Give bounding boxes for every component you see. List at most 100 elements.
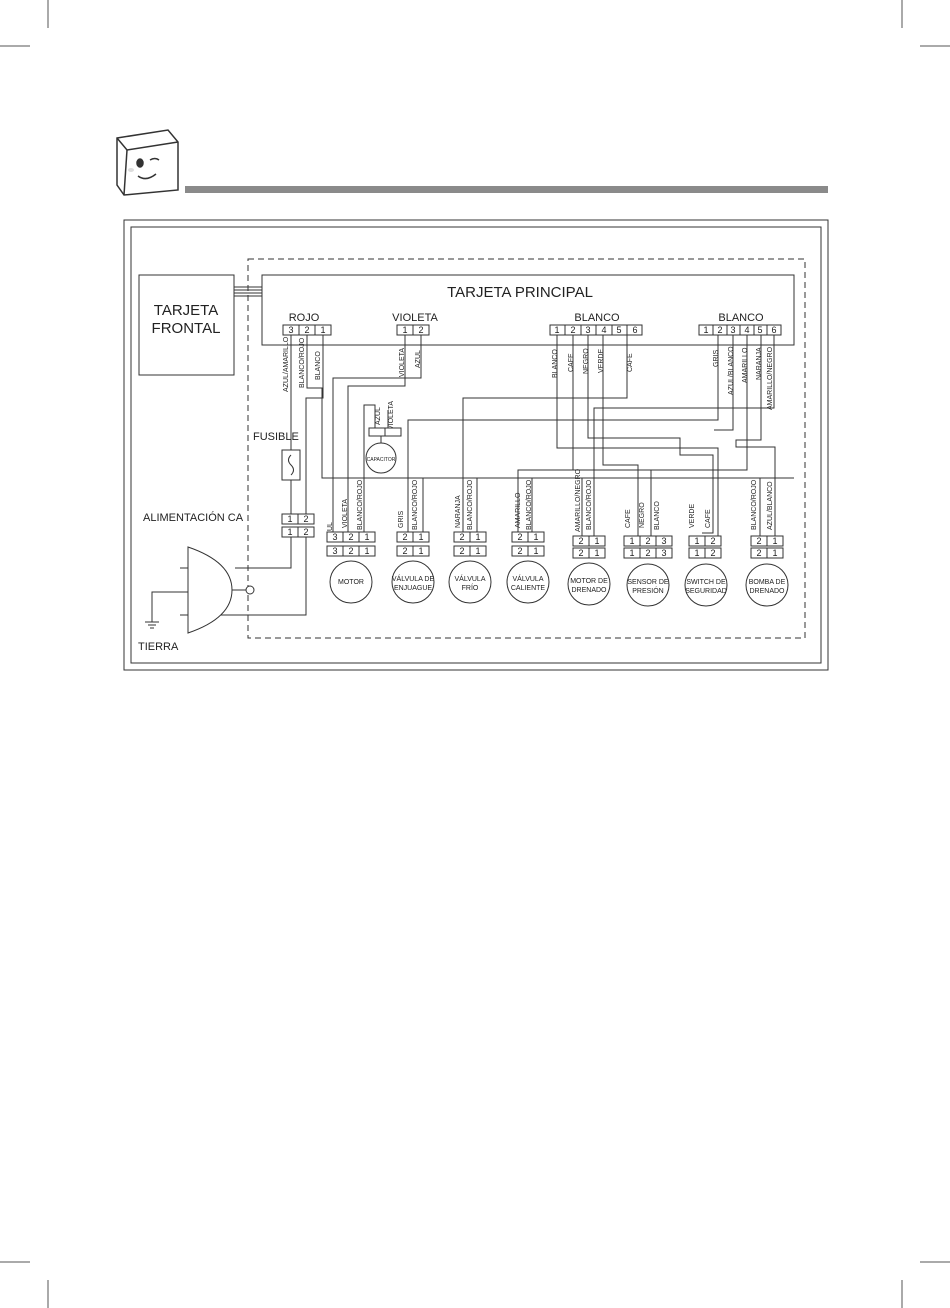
svg-text:2: 2 (756, 548, 761, 558)
svg-text:2: 2 (756, 536, 761, 546)
svg-text:PRESIÓN: PRESIÓN (632, 586, 664, 595)
svg-text:2: 2 (645, 548, 650, 558)
wire-label: BLANCO/ROJO (586, 479, 593, 530)
wire-label: CAFE (705, 509, 712, 528)
connector-rojo-label: ROJO (289, 312, 320, 324)
main-board-title: TARJETA PRINCIPAL (447, 284, 593, 301)
svg-text:3: 3 (661, 548, 666, 558)
pin: 2 (303, 527, 308, 537)
svg-text:1: 1 (418, 546, 423, 556)
svg-text:2: 2 (517, 546, 522, 556)
wire-label: BLANCO (552, 349, 559, 378)
connector-rojo: ROJO 3 2 1 AZUL/AMARILLO BLANCO/ROJO BLA… (282, 312, 332, 392)
svg-text:1: 1 (533, 546, 538, 556)
wire-label: AZUL (327, 522, 334, 540)
ground-icon (145, 621, 159, 629)
washing-machine-mascot-icon (116, 129, 179, 196)
wire-label: CAFE (625, 509, 632, 528)
svg-text:SEGURIDAD: SEGURIDAD (685, 588, 727, 595)
pin: 2 (304, 325, 309, 335)
svg-text:VÁLVULA DE: VÁLVULA DE (392, 574, 435, 583)
capacitor-label: CAPACITOR (367, 457, 396, 463)
svg-text:1: 1 (694, 536, 699, 546)
svg-text:1: 1 (694, 548, 699, 558)
capacitor-wire: VIOLETA (388, 401, 395, 430)
svg-text:1: 1 (364, 546, 369, 556)
fuse: FUSIBLE (253, 431, 301, 481)
svg-text:1: 1 (629, 536, 634, 546)
wire-label: GRIS (398, 511, 405, 528)
wire-label: VERDE (689, 504, 696, 528)
svg-text:2: 2 (578, 548, 583, 558)
connector-blanco-1-label: BLANCO (574, 312, 620, 324)
svg-text:SENSOR DE: SENSOR DE (627, 579, 669, 586)
wire-label: BLANCO/ROJO (412, 479, 419, 530)
pin: 5 (757, 325, 762, 335)
connector-violeta-label: VIOLETA (392, 312, 438, 324)
svg-text:BOMBA DE: BOMBA DE (749, 579, 786, 586)
pin: 1 (402, 325, 407, 335)
inner-frame (130, 226, 822, 664)
pin: 2 (717, 325, 722, 335)
pin: 1 (320, 325, 325, 335)
svg-text:FRÍO: FRÍO (462, 583, 479, 592)
connector-violeta: VIOLETA 1 2 VIOLETA AZUL (392, 312, 438, 377)
components: AZUL VIOLETA BLANCO/ROJO 3 2 1 3 2 1 MOT… (326, 468, 789, 607)
power-label: ALIMENTACIÓN CA (143, 511, 244, 524)
svg-text:2: 2 (710, 548, 715, 558)
svg-text:VÁLVULA: VÁLVULA (455, 574, 486, 583)
component-switch-seguridad: VERDE CAFE 1 2 1 2 SWITCH DE SEGURIDAD (684, 504, 728, 607)
component-bomba-drenado: BLANCO/ROJO AZUL/BLANCO 2 1 2 1 BOMBA DE… (745, 479, 789, 607)
svg-text:DRENADO: DRENADO (571, 587, 607, 594)
wire-label: CAFE (627, 353, 634, 372)
wire-label: BLANCO/ROJO (299, 337, 306, 388)
svg-text:SWITCH DE: SWITCH DE (686, 579, 726, 586)
wire-label: AZUL/BLANCO (728, 346, 735, 395)
pin: 2 (418, 325, 423, 335)
svg-text:CALIENTE: CALIENTE (511, 585, 546, 592)
svg-text:2: 2 (459, 532, 464, 542)
wire-label: BLANCO (315, 351, 322, 380)
svg-text:3: 3 (661, 536, 666, 546)
svg-text:1: 1 (772, 548, 777, 558)
wire-label: NARANJA (455, 495, 462, 528)
wire-label: BLANCO/ROJO (467, 479, 474, 530)
wire-label: BLANCO/ROJO (526, 479, 533, 530)
pin: 6 (632, 325, 637, 335)
wire-label: BLANCO/ROJO (751, 479, 758, 530)
outer-frame (123, 219, 829, 671)
pin: 1 (554, 325, 559, 335)
pin: 6 (771, 325, 776, 335)
wire-label: CAFE (568, 353, 575, 372)
svg-text:1: 1 (364, 532, 369, 542)
wire-label: VIOLETA (399, 348, 406, 377)
front-board-line2: FRONTAL (152, 320, 221, 337)
wire-label: NEGRO (639, 502, 646, 528)
wire-label: NEGRO (583, 348, 590, 374)
connector-blanco-2: BLANCO 1 2 3 4 5 6 GRIS AZUL/BLANCO AMAR… (698, 312, 782, 410)
fuse-label: FUSIBLE (253, 431, 299, 443)
wire-label: AZUL (415, 350, 422, 368)
wire-label: AZUL/AMARILLO (283, 336, 290, 392)
wire-label: VERDE (598, 349, 605, 373)
svg-text:2: 2 (459, 546, 464, 556)
svg-text:1: 1 (772, 536, 777, 546)
svg-text:1: 1 (475, 546, 480, 556)
component-valvula-caliente: AMARILLO BLANCO/ROJO 2 1 2 1 VÁLVULA CAL… (506, 479, 550, 604)
svg-text:MOTOR: MOTOR (338, 579, 364, 586)
svg-text:1: 1 (475, 532, 480, 542)
machine-boundary (247, 258, 806, 639)
pin: 3 (585, 325, 590, 335)
wire-label: AMARILLO (515, 492, 522, 528)
pin: 2 (303, 514, 308, 524)
wire-label: NARANJA (756, 347, 763, 380)
wire-label: VIOLETA (342, 499, 349, 528)
svg-text:2: 2 (645, 536, 650, 546)
svg-text:2: 2 (578, 536, 583, 546)
connector-blanco-1: BLANCO 1 2 3 4 5 6 BLANCO CAFE NEGRO VER… (549, 312, 643, 378)
capacitor-wire: AZUL (375, 407, 382, 425)
wiring (215, 335, 794, 616)
power-supply: ALIMENTACIÓN CA 1 2 1 2 TIERRA (138, 511, 315, 653)
pin: 4 (744, 325, 749, 335)
